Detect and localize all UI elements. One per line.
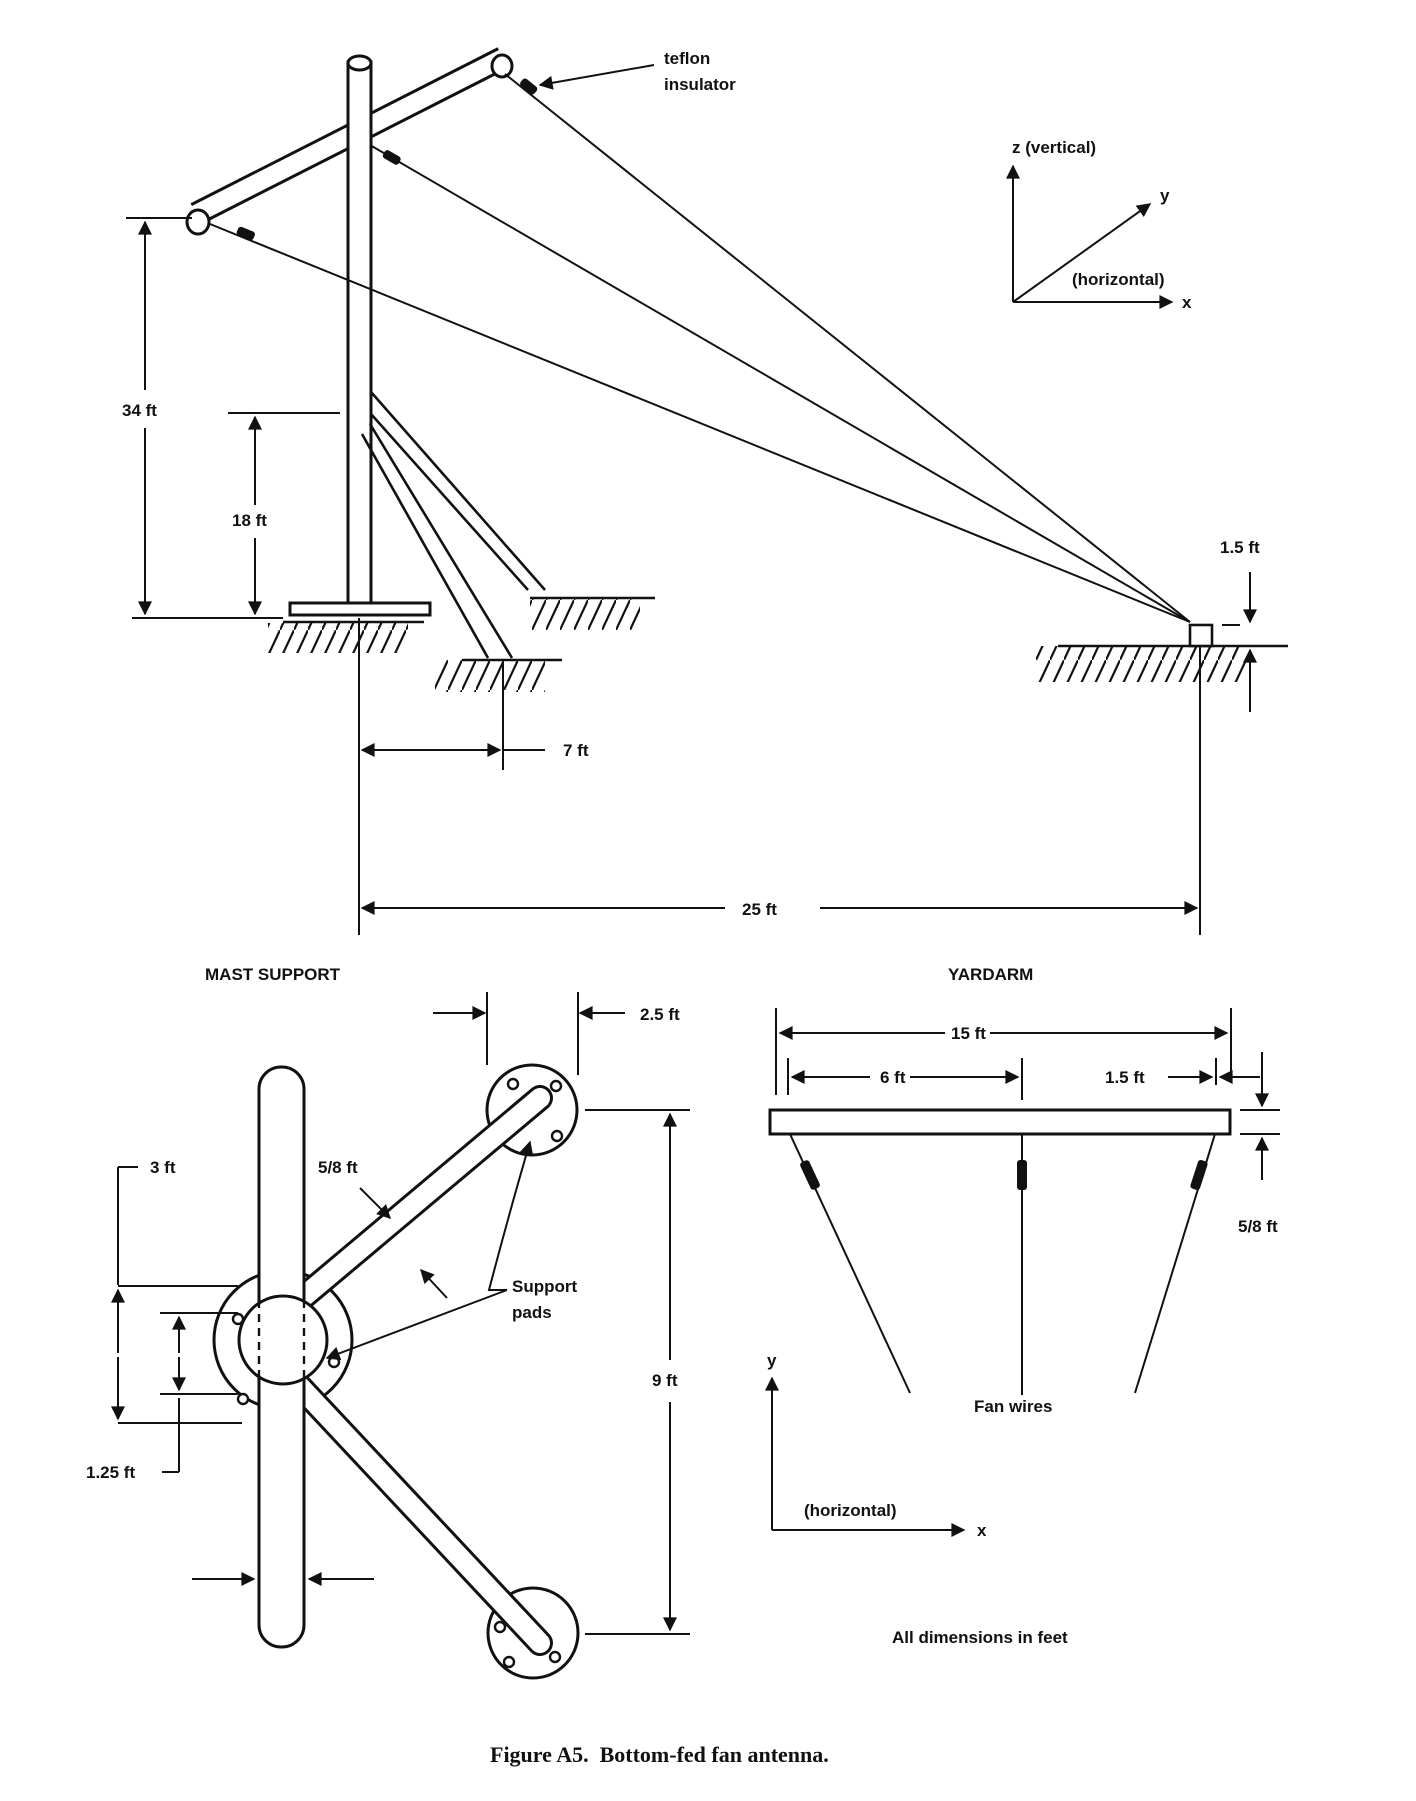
dim-1-25ft-label: 1.25 ft (86, 1463, 135, 1482)
dim-15ft-label: 15 ft (951, 1024, 986, 1043)
mast-support-view: MAST SUPPORT 2.5 f (86, 965, 690, 1680)
axes-bottom (765, 1376, 966, 1537)
dim-25ft-label: 25 ft (742, 900, 777, 919)
axis-z-label: z (vertical) (1012, 138, 1096, 157)
axis-horizontal-label-bottom: (horizontal) (804, 1501, 897, 1520)
dim-5-8ft-mast (359, 1187, 448, 1299)
dim-9ft (585, 1109, 690, 1635)
support-pads-label-1: Support (512, 1277, 577, 1296)
teflon-insulators (236, 78, 538, 241)
axis-y-label-top: y (1160, 186, 1170, 205)
dim-18ft (228, 412, 340, 616)
dim-3ft-label: 3 ft (150, 1158, 176, 1177)
dim-1-5ft-top-label: 1.5 ft (1220, 538, 1260, 557)
dim-7ft (358, 618, 545, 935)
fan-wires-yardarm (789, 1133, 1216, 1395)
yardarm-bar (768, 1108, 1232, 1136)
yardarm-title: YARDARM (948, 965, 1033, 984)
axis-horizontal-label-top: (horizontal) (1072, 270, 1165, 289)
pad-bolts (231, 1077, 564, 1669)
dim-9ft-label: 9 ft (652, 1371, 678, 1390)
mast-base-plate (288, 601, 432, 617)
fan-wires-elevation (209, 73, 1191, 623)
dim-5-8ft-yard-label: 5/8 ft (1238, 1217, 1278, 1236)
feed-box (1188, 623, 1214, 648)
dim-18ft-label: 18 ft (232, 511, 267, 530)
dim-5-8ft-yard (1240, 1052, 1280, 1180)
all-dimensions-note: All dimensions in feet (892, 1628, 1068, 1647)
mast-plan-center (237, 1294, 329, 1386)
diagonal-arms (257, 1085, 553, 1656)
figure-caption: Figure A5. Bottom-fed fan antenna. (490, 1742, 829, 1767)
axis-x-label-bottom: x (977, 1521, 987, 1540)
mast-support-title: MAST SUPPORT (205, 965, 341, 984)
support-pads-label-2: pads (512, 1303, 552, 1322)
dim-1-5ft-top (1222, 572, 1257, 712)
braces (360, 391, 546, 659)
ground-brace-left (435, 660, 545, 692)
teflon-arrow (538, 64, 655, 90)
axes-top (1006, 164, 1174, 309)
dim-7ft-label: 7 ft (563, 741, 589, 760)
axis-x-label-top: x (1182, 293, 1192, 312)
dim-1-25ft (160, 1312, 238, 1473)
dim-5-8ft-mast-label: 5/8 ft (318, 1158, 358, 1177)
dim-6ft-label: 6 ft (880, 1068, 906, 1087)
dim-2-5ft (433, 992, 625, 1075)
support-pads-leaders (325, 1140, 534, 1361)
ground-feed (1036, 646, 1246, 682)
teflon-label-1: teflon (664, 49, 710, 68)
ground-brace-right (530, 598, 640, 630)
yardarm-view: YARDARM 15 ft 6 ft 1.5 ft (765, 965, 1280, 1647)
dim-34ft-label: 34 ft (122, 401, 157, 420)
dim-34ft (126, 217, 283, 619)
teflon-label-2: insulator (664, 75, 736, 94)
dim-25ft (360, 646, 1201, 935)
mast-pipe (346, 54, 373, 606)
ground-mast (268, 623, 408, 653)
elevation-view: teflon insulator z (vertical) y (horizon… (122, 47, 1288, 935)
dim-2-5ft-label: 2.5 ft (640, 1005, 680, 1024)
fan-wires-label: Fan wires (974, 1397, 1052, 1416)
axis-y-label-bottom: y (767, 1351, 777, 1370)
dim-1-5ft-yard-label: 1.5 ft (1105, 1068, 1145, 1087)
